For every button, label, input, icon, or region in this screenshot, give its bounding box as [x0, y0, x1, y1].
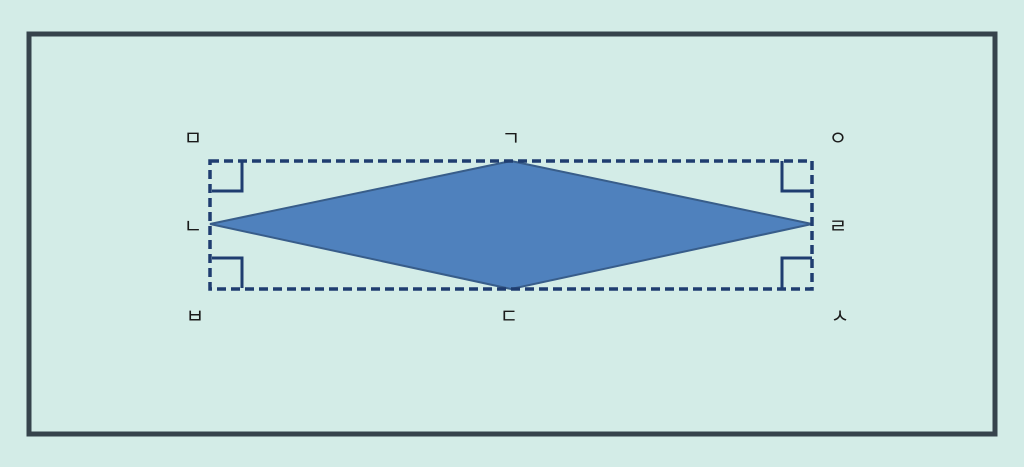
rhombus — [209, 159, 813, 291]
label-top-right: ㅇ — [829, 126, 847, 150]
right-angle-mark-top-right — [780, 161, 812, 193]
label-middle-right: ㄹ — [829, 214, 847, 238]
label-bottom-center: ㄷ — [500, 304, 518, 328]
right-angle-mark-bottom-right — [780, 256, 812, 288]
label-bottom-left: ㅂ — [186, 304, 204, 328]
right-angle-mark-bottom-left — [212, 256, 244, 288]
label-top-center: ㄱ — [502, 126, 520, 150]
label-top-left: ㅁ — [184, 126, 202, 150]
right-angle-mark-top-left — [212, 161, 244, 193]
dashed-rectangle — [208, 159, 814, 291]
outer-frame — [26, 31, 998, 437]
label-middle-left: ㄴ — [184, 214, 202, 238]
label-bottom-right: ㅅ — [831, 304, 849, 328]
